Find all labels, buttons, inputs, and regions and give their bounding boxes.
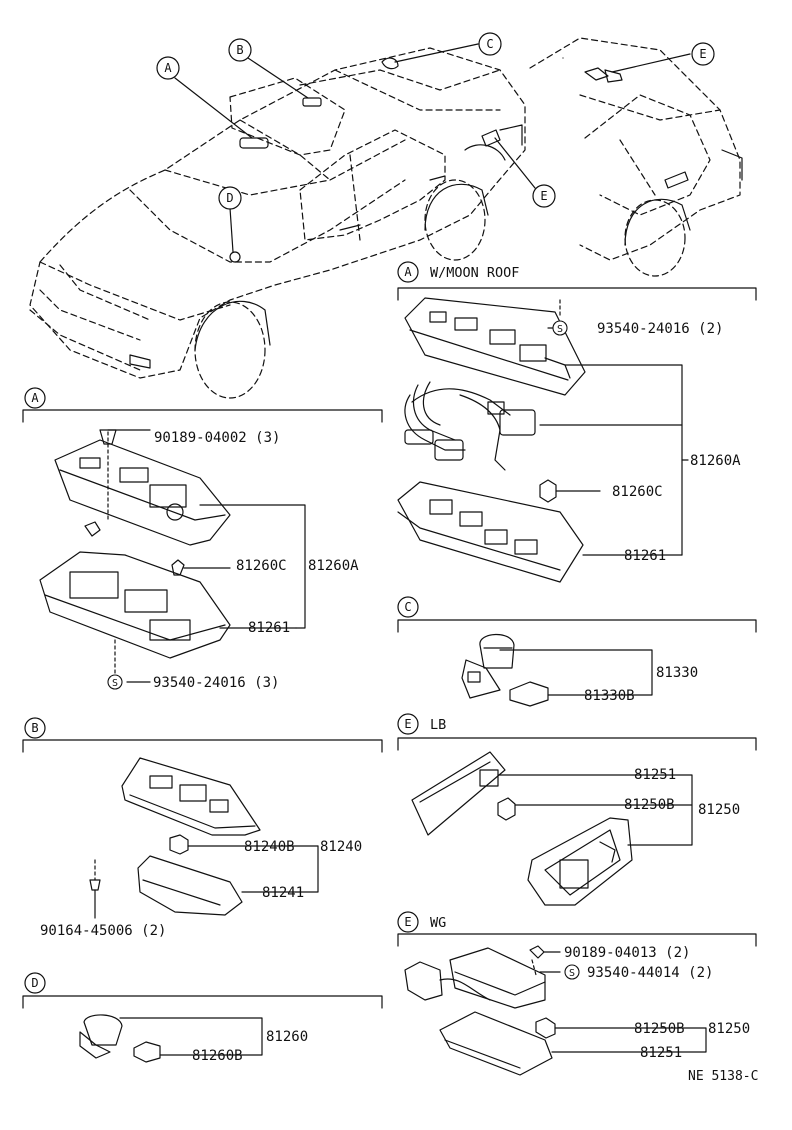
b-bulb-pn: 81240B [244, 839, 295, 855]
callout-d: D [218, 186, 242, 210]
e-wg-bulb-pn: 81250B [634, 1021, 685, 1037]
b-assy-pn: 81240 [320, 839, 362, 855]
svg-text:D: D [31, 976, 38, 990]
a-moonroof-bulb-pn: 81260C [612, 484, 663, 500]
svg-text:S: S [569, 968, 575, 979]
section-a-moonroof [397, 287, 757, 583]
a-label: A [24, 387, 46, 409]
b-screw-pn: 90164-45006 (2) [40, 923, 166, 939]
svg-text:B: B [236, 43, 243, 57]
svg-text:W/MOON ROOF: W/MOON ROOF [430, 265, 519, 281]
c-assy-pn: 81330 [656, 665, 698, 681]
callout-a: A [156, 56, 180, 80]
svg-text:E: E [699, 47, 706, 61]
b-lens-pn: 81241 [262, 885, 304, 901]
a-lens-pn: 81261 [248, 620, 290, 636]
section-e-lb [397, 737, 757, 906]
e-lb-lens-pn: 81251 [634, 767, 676, 783]
e-wg-screw2-pn: 93540-44014 (2) [587, 965, 713, 981]
e-lb-assy-pn: 81250 [698, 802, 740, 818]
svg-text:A: A [404, 265, 412, 279]
e-wg-lens-pn: 81251 [640, 1045, 682, 1061]
svg-text:C: C [404, 600, 411, 614]
d-assy-pn: 81260 [266, 1029, 308, 1045]
section-c [397, 619, 757, 707]
callout-leaders [174, 43, 691, 253]
a-assy-pn: 81260A [308, 558, 359, 574]
section-b [22, 739, 383, 919]
callout-e-sedan: E [532, 184, 556, 208]
svg-text:E: E [404, 717, 411, 731]
a-moonroof-lens-pn: 81261 [624, 548, 666, 564]
svg-text:E: E [404, 915, 411, 929]
e-lb-bulb-pn: 81250B [624, 797, 675, 813]
a-s-mark: S [107, 674, 123, 690]
c-bulb-pn: 81330B [584, 688, 635, 704]
a-moonroof-label: A W/MOON ROOF [397, 261, 519, 283]
svg-text:B: B [31, 721, 38, 735]
section-e-wg [397, 933, 757, 1076]
e-wg-screw-pn: 90189-04013 (2) [564, 945, 690, 961]
svg-text:E: E [540, 189, 547, 203]
e-wg-label: E WG [397, 911, 446, 933]
diagram-code: NE 5138-C [688, 1069, 758, 1084]
callout-e-wagon: E [691, 42, 715, 66]
b-label: B [24, 717, 46, 739]
e-wg-s-mark: S [564, 964, 580, 980]
e-lb-label: E LB [397, 713, 446, 735]
svg-text:S: S [557, 324, 563, 335]
svg-text:A: A [164, 61, 172, 75]
e-wg-assy-pn: 81250 [708, 1021, 750, 1037]
wagon-illustration [529, 37, 743, 277]
svg-text:WG: WG [430, 915, 446, 931]
section-a [22, 409, 383, 683]
a-moonroof-screw-pn: 93540-24016 (2) [597, 321, 723, 337]
section-d [22, 995, 383, 1063]
a-moonroof-assy-pn: 81260A [690, 453, 741, 469]
svg-text:D: D [226, 191, 233, 205]
svg-text:A: A [31, 391, 39, 405]
a-bulb-pn: 81260C [236, 558, 287, 574]
svg-text:C: C [486, 37, 493, 51]
sedan-illustration [29, 47, 526, 399]
c-label: C [397, 596, 419, 618]
a-screw2-pn: 93540-24016 (3) [153, 675, 279, 691]
svg-text:S: S [112, 678, 118, 689]
callout-c: C [478, 32, 502, 56]
a-screw-pn: 90189-04002 (3) [154, 430, 280, 446]
d-label: D [24, 972, 46, 994]
d-bulb-pn: 81260B [192, 1048, 243, 1064]
callout-b: B [228, 38, 252, 62]
a-moonroof-s-mark: S [552, 320, 568, 336]
svg-text:LB: LB [430, 717, 446, 733]
